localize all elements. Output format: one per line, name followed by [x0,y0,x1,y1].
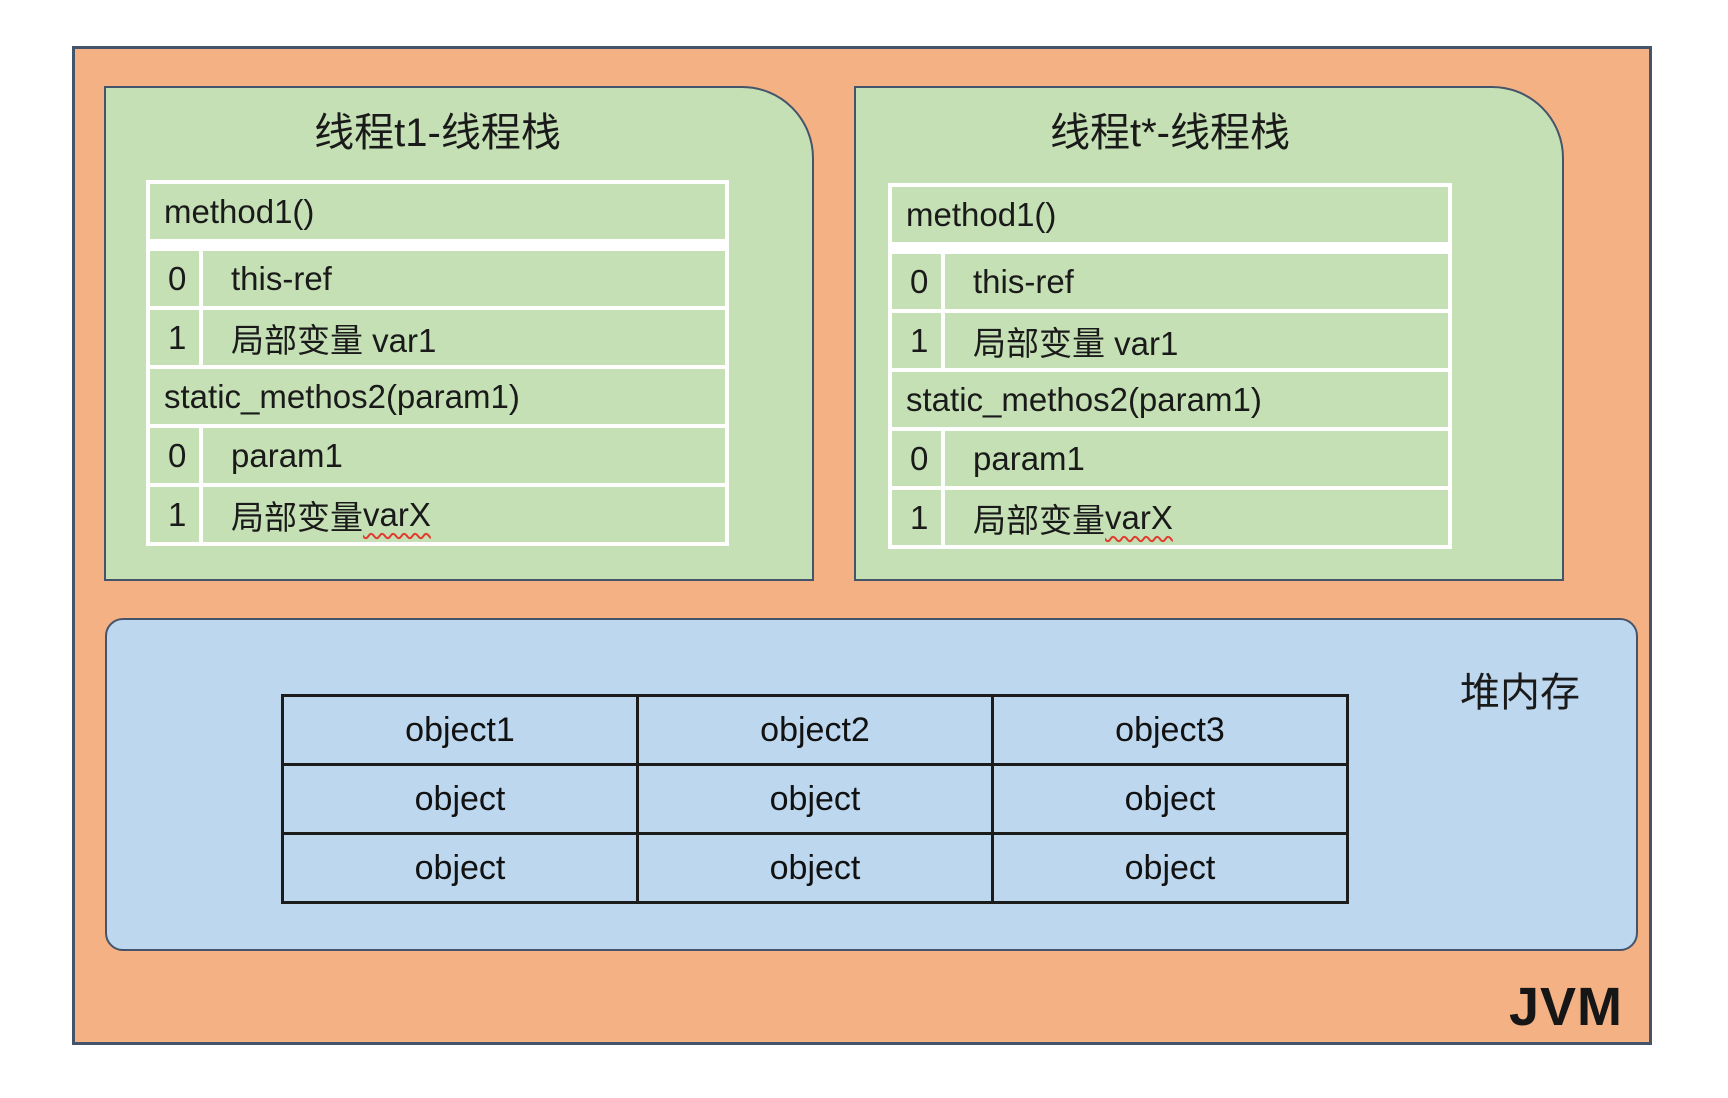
heap-table-row: object object object [281,763,1349,835]
slot-value: param1 [203,428,725,483]
heap-cell: object [281,832,639,904]
frame-row-method2: static_methos2(param1) [892,372,1448,427]
thread-stack-box-t1: 线程t1-线程栈 method1() 0 this-ref 1 局部变量 var… [104,86,814,581]
frame-row-method1: method1() [150,184,725,239]
frame-row-slot: 0 this-ref [892,254,1448,309]
heap-cell-object2: object2 [636,694,994,766]
slot-value: param1 [945,431,1448,486]
heap-table-row: object object object [281,832,1349,904]
slot-value: 局部变量 var1 [945,313,1448,368]
slot-value: 局部变量 varX [203,487,725,542]
heap-cell: object [636,832,994,904]
frame-method-label: static_methos2(param1) [150,369,725,424]
stack-frame-table-t-star: method1() 0 this-ref 1 局部变量 var1 static_… [888,183,1452,549]
slot-value: 局部变量 varX [945,490,1448,545]
frame-row-slot: 1 局部变量 varX [150,487,725,542]
heap-cell-object1: object1 [281,694,639,766]
slot-value: this-ref [203,251,725,306]
frame-row-slot: 0 param1 [150,428,725,483]
slot-index: 1 [150,487,199,542]
slot-index: 0 [150,428,199,483]
heap-cell: object [636,763,994,835]
slot-value-text: 局部变量 [231,498,363,536]
jvm-container: 线程t1-线程栈 method1() 0 this-ref 1 局部变量 var… [72,46,1652,1045]
heap-cell: object [281,763,639,835]
slot-index: 1 [150,310,199,365]
heap-object-table: object1 object2 object3 object object ob… [281,694,1349,904]
heap-memory-box: 堆内存 object1 object2 object3 object objec… [105,618,1638,951]
frame-method-label: static_methos2(param1) [892,372,1448,427]
slot-value-spellcheck-underline: varX [363,495,431,533]
slot-index: 0 [892,431,941,486]
slot-index: 0 [150,251,199,306]
frame-row-slot: 1 局部变量 var1 [892,313,1448,368]
stack-frame-table-t1: method1() 0 this-ref 1 局部变量 var1 static_… [146,180,729,546]
frame-row-slot: 0 this-ref [150,251,725,306]
slot-value: 局部变量 var1 [203,310,725,365]
frame-row-method1: method1() [892,187,1448,242]
jvm-title-label: JVM [1508,977,1623,1037]
thread-stack-title-t1: 线程t1-线程栈 [314,111,561,155]
frame-method-label: method1() [150,184,725,239]
slot-index: 1 [892,313,941,368]
slot-value-text: 局部变量 [973,501,1105,539]
slot-value: this-ref [945,254,1448,309]
slot-value-spellcheck-underline: varX [1105,498,1173,536]
frame-row-slot: 1 局部变量 varX [892,490,1448,545]
thread-stack-box-t-star: 线程t*-线程栈 method1() 0 this-ref 1 局部变量 var… [854,86,1564,581]
slot-index: 1 [892,490,941,545]
heap-cell-object3: object3 [991,694,1349,766]
slot-index: 0 [892,254,941,309]
frame-row-slot: 0 param1 [892,431,1448,486]
frame-method-label: method1() [892,187,1448,242]
frame-row-method2: static_methos2(param1) [150,369,725,424]
heap-cell: object [991,763,1349,835]
heap-table-header-row: object1 object2 object3 [281,694,1349,766]
thread-stack-title-t-star: 线程t*-线程栈 [1050,111,1290,155]
frame-row-slot: 1 局部变量 var1 [150,310,725,365]
heap-cell: object [991,832,1349,904]
heap-memory-label: 堆内存 [1460,671,1580,715]
